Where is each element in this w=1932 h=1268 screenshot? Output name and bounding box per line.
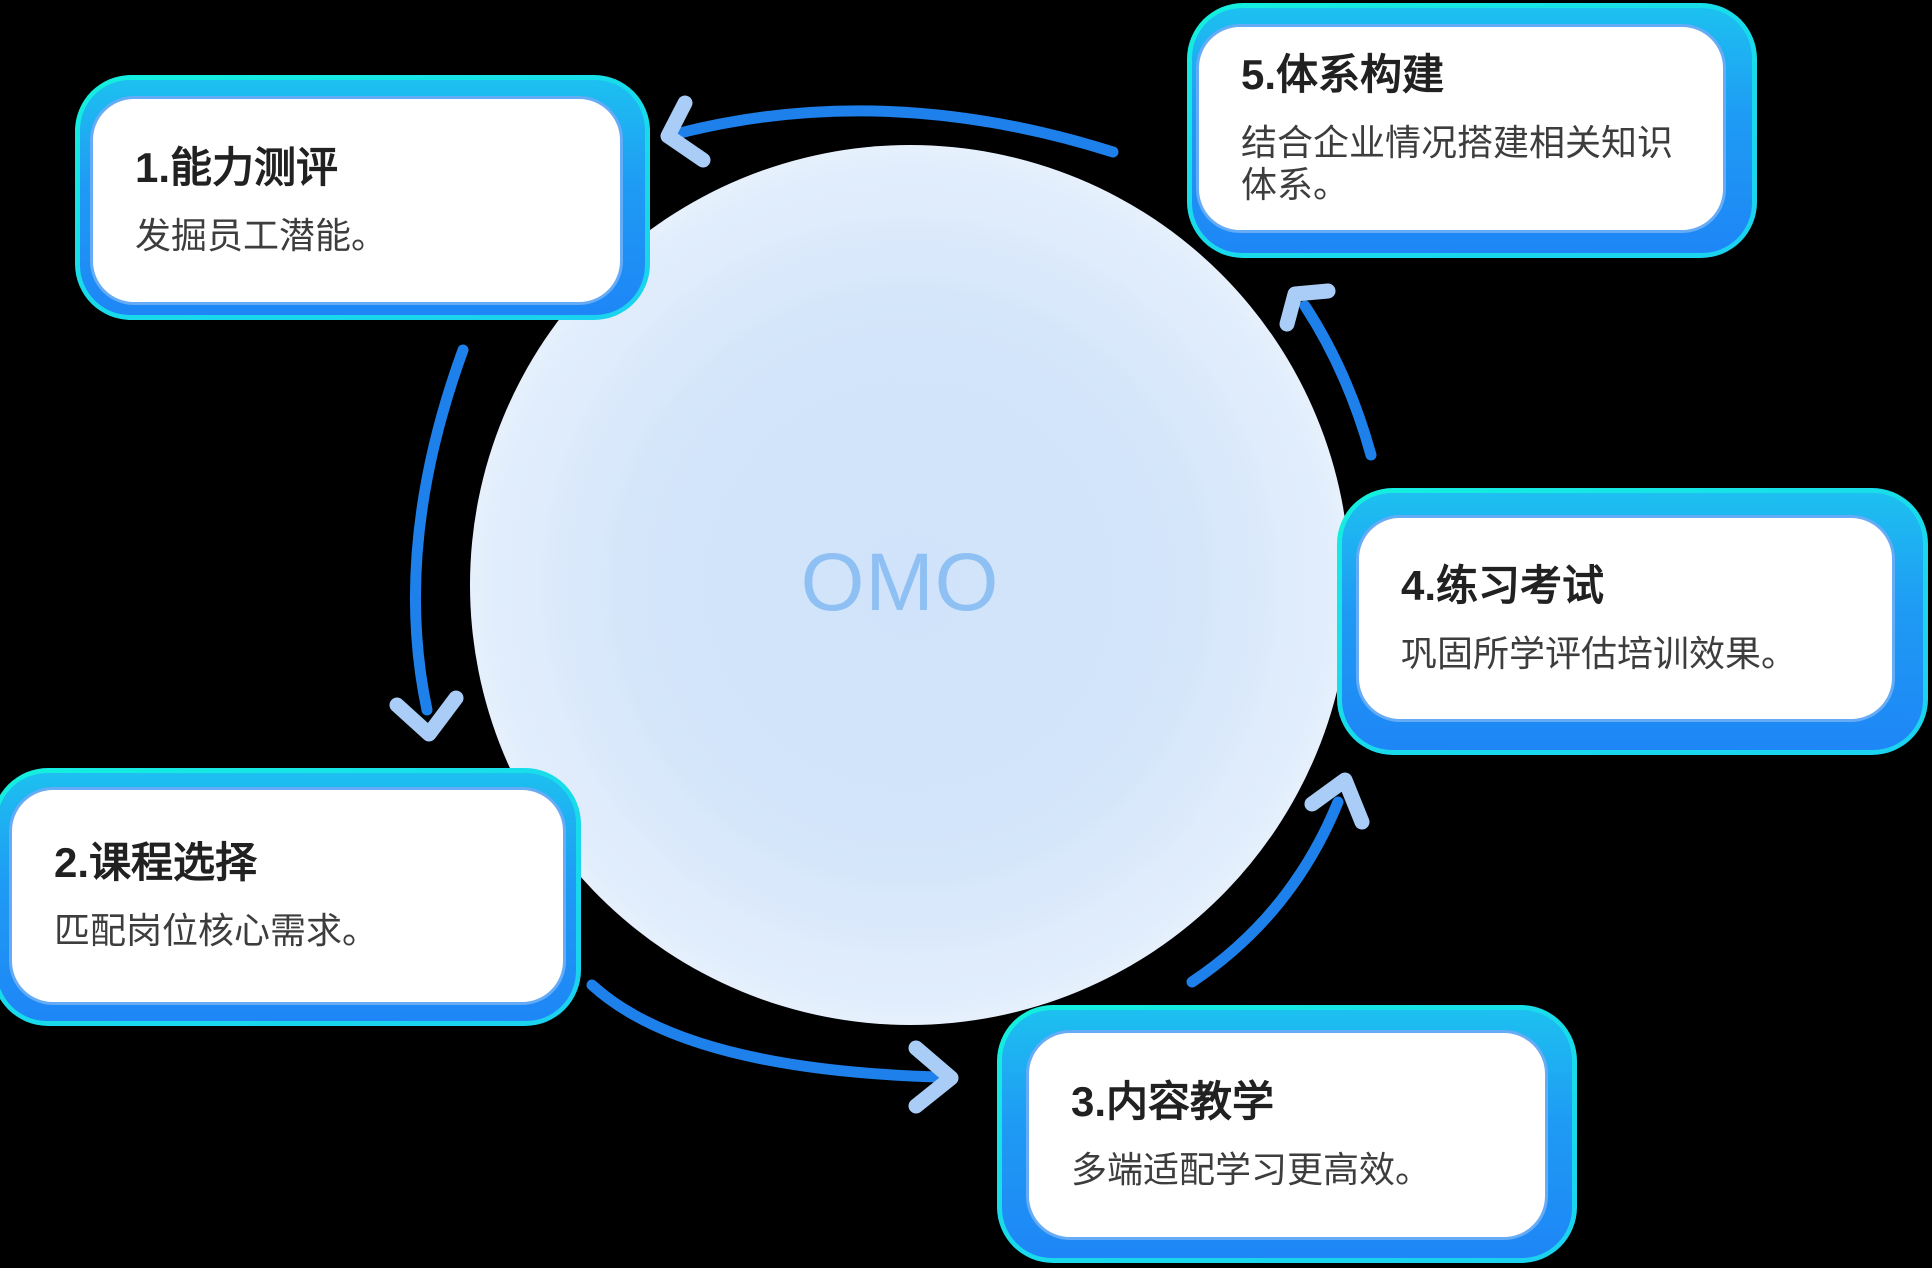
step-description: 巩固所学评估培训效果。 bbox=[1401, 632, 1798, 674]
step-description: 多端适配学习更高效。 bbox=[1071, 1149, 1432, 1191]
step-title: 4.练习考试 bbox=[1401, 561, 1605, 609]
card-border: 5.体系构建 结合企业情况搭建相关知识体系。 bbox=[1187, 3, 1757, 258]
card-border: 1.能力测评 发掘员工潜能。 bbox=[75, 75, 650, 320]
step-card-4: 4.练习考试 巩固所学评估培训效果。 bbox=[1337, 488, 1928, 755]
step-title: 1.能力测评 bbox=[135, 143, 339, 191]
card-border: 2.课程选择 匹配岗位核心需求。 bbox=[0, 768, 581, 1026]
step-card-1: 1.能力测评 发掘员工潜能。 bbox=[75, 75, 650, 320]
card-border: 4.练习考试 巩固所学评估培训效果。 bbox=[1337, 488, 1928, 755]
step-description: 匹配岗位核心需求。 bbox=[54, 910, 379, 952]
step-card-5: 5.体系构建 结合企业情况搭建相关知识体系。 bbox=[1187, 3, 1757, 258]
step-card-2: 2.课程选择 匹配岗位核心需求。 bbox=[0, 768, 581, 1026]
arrow-step1-to-step2-icon bbox=[389, 344, 469, 742]
center-label: OMO bbox=[800, 537, 1000, 628]
step-card-3: 3.内容教学 多端适配学习更高效。 bbox=[997, 1005, 1577, 1263]
step-title: 2.课程选择 bbox=[54, 839, 258, 887]
card-border: 3.内容教学 多端适配学习更高效。 bbox=[997, 1005, 1577, 1263]
step-title: 3.内容教学 bbox=[1071, 1078, 1275, 1126]
step-description: 结合企业情况搭建相关知识体系。 bbox=[1241, 122, 1674, 205]
step-description: 发掘员工潜能。 bbox=[135, 214, 388, 256]
step-title: 5.体系构建 bbox=[1241, 51, 1445, 99]
